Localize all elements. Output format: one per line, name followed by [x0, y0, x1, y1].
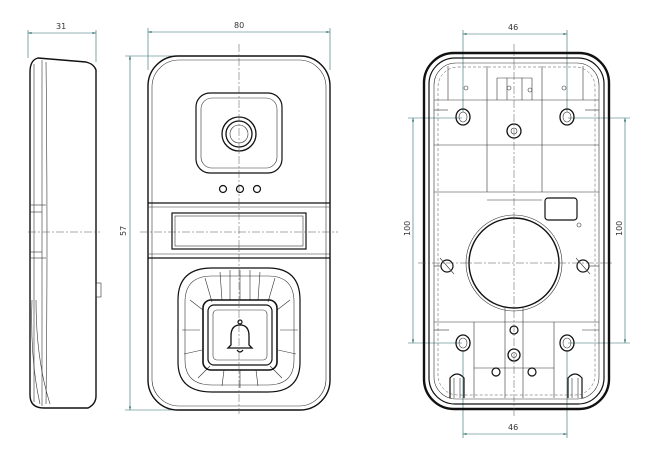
led-left [218, 184, 228, 194]
mount-hole-top-left [455, 108, 471, 126]
back-left-height-dimension: 100 [403, 221, 412, 236]
mount-hole-bottom-right [559, 334, 575, 352]
side-view: 31 [27, 22, 102, 409]
back-view: 46 46 100 100 [403, 23, 630, 438]
led-right [252, 184, 262, 194]
front-height-dimension: 57 [119, 226, 128, 236]
mount-hole-top-right [559, 108, 575, 126]
back-top-spacing-dimension: 46 [508, 23, 518, 32]
front-width-dimension: 80 [234, 21, 244, 30]
front-view: 80 57 [119, 21, 338, 414]
led-center [235, 184, 245, 194]
connector-slot [544, 197, 578, 221]
side-clip-right [575, 257, 599, 275]
mount-hole-bottom-left [455, 334, 471, 352]
bell-button [202, 299, 278, 371]
side-clip-left [434, 257, 455, 275]
back-bottom-spacing-dimension: 46 [508, 423, 518, 432]
latch-bottom-left [449, 373, 465, 398]
latch-bottom-right [567, 373, 583, 398]
side-depth-dimension: 31 [56, 22, 66, 31]
back-right-height-dimension: 100 [615, 221, 624, 236]
doorbell-icon [226, 319, 254, 353]
